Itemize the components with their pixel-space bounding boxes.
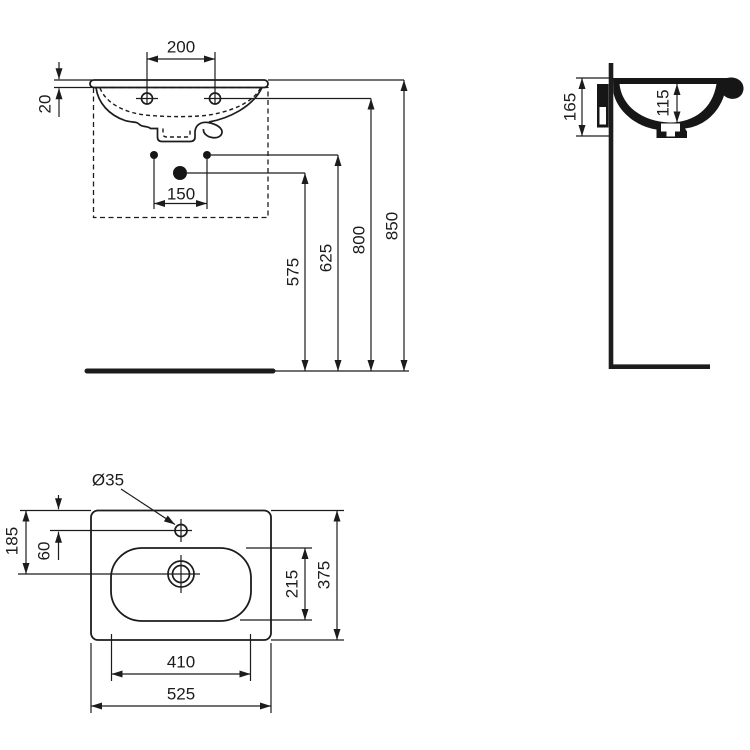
dim-text-d35: Ø35 (92, 471, 124, 490)
right-fixing-hole (203, 151, 211, 159)
dim-text-185: 185 (3, 527, 22, 555)
waste-outlet-inner (171, 564, 191, 584)
dim-text-150: 150 (167, 185, 195, 204)
basin-rear-section (597, 84, 609, 128)
dim-text-850: 850 (383, 212, 402, 240)
right-tap-hole (208, 92, 222, 105)
front-view: 200 20 150 575 625 800 850 (36, 38, 409, 374)
dim-text-575: 575 (284, 258, 303, 286)
dim-text-525: 525 (167, 685, 195, 704)
vanity-dashed-outline (92, 86, 269, 219)
waste-outlet-outer (167, 560, 195, 588)
dim-text-165: 165 (561, 93, 580, 121)
tap-hole-plan (174, 523, 188, 538)
dim-text-625: 625 (317, 244, 336, 272)
waste-opening (661, 123, 680, 132)
bowl-interior-side (619, 84, 717, 123)
overflow-channel (599, 107, 606, 125)
bowl-outline-front (95, 87, 263, 143)
trap-inner-dashed (162, 128, 191, 138)
dim-text-115: 115 (654, 89, 673, 116)
dim-text-200: 200 (167, 38, 195, 57)
dim-text-375: 375 (315, 561, 334, 589)
dim-text-20: 20 (36, 95, 55, 114)
dim-text-800: 800 (350, 226, 369, 254)
tap-hole-leader (120, 488, 176, 526)
left-fixing-hole (150, 151, 158, 159)
dim-text-60: 60 (35, 542, 54, 561)
waste-notch (666, 129, 675, 137)
dim-text-410: 410 (167, 653, 195, 672)
bowl-inner-dashed-front (99, 87, 262, 118)
side-view: 165 115 (561, 63, 744, 369)
left-tap-hole (140, 92, 154, 105)
waste-outlet-dot (173, 166, 187, 180)
wall-floor-line (608, 63, 710, 369)
dim-text-215: 215 (283, 570, 302, 598)
basin-rim-front (89, 79, 269, 89)
plan-view: Ø35 185 60 215 375 410 525 (3, 471, 344, 713)
